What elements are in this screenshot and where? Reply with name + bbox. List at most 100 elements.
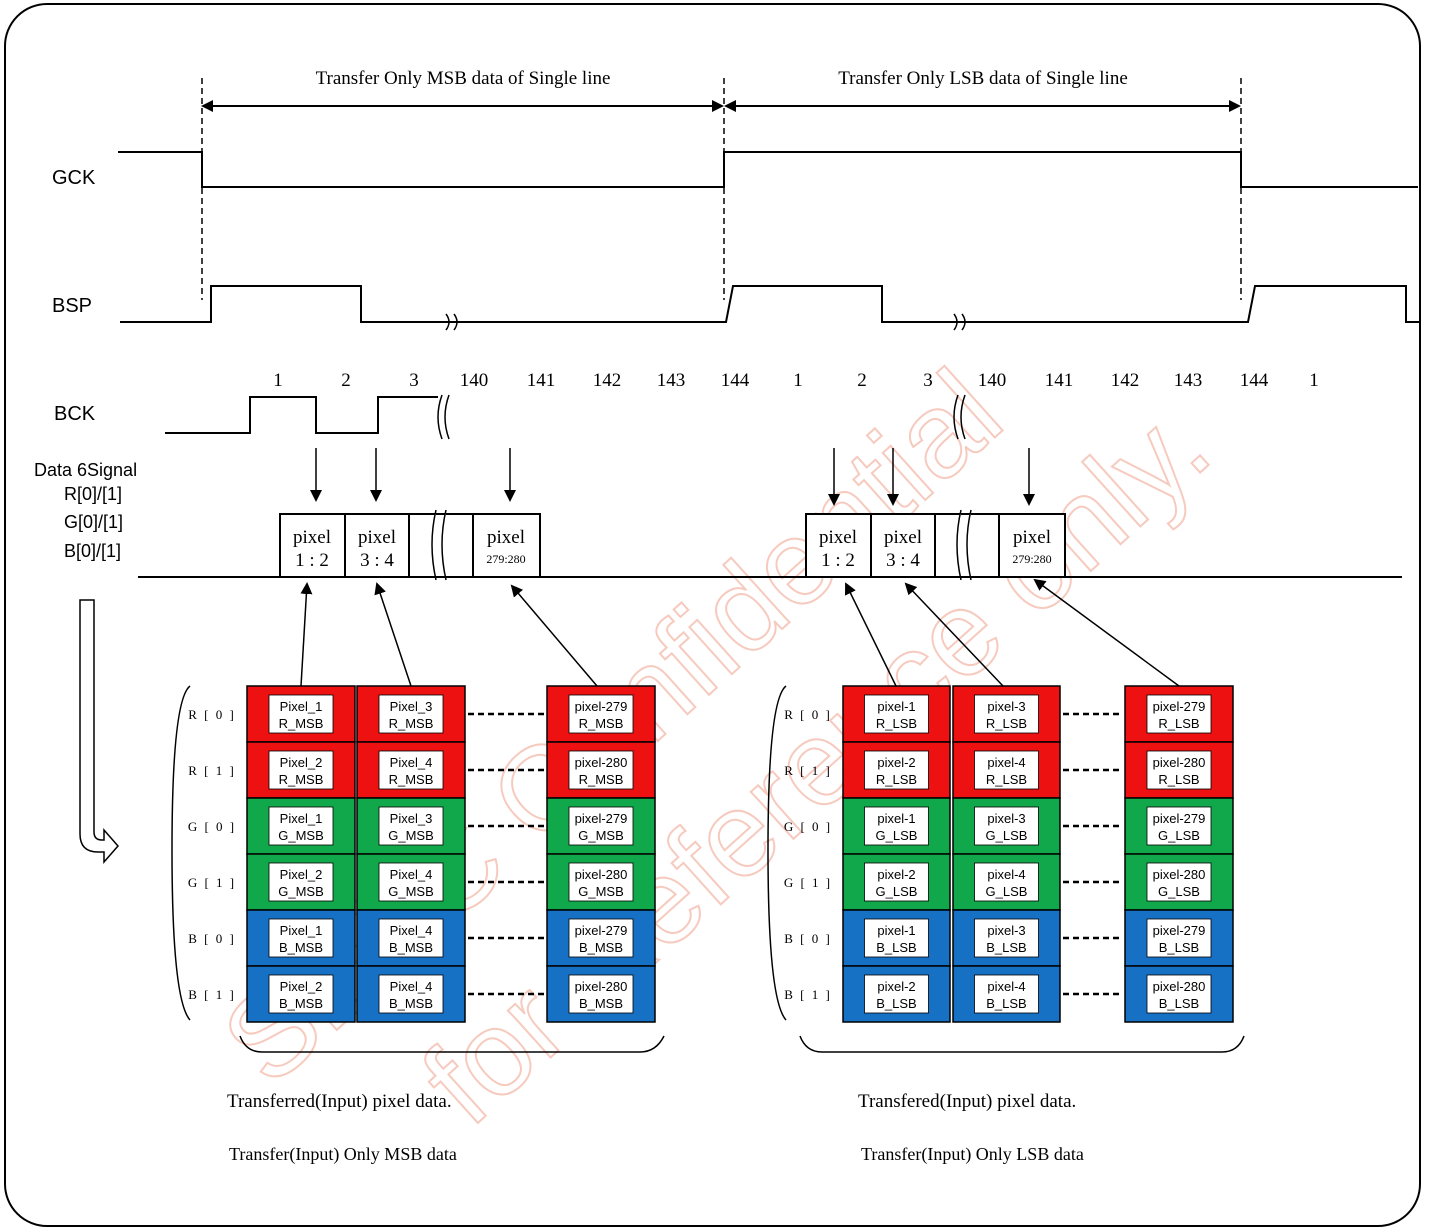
msb-span-label: Transfer Only MSB data of Single line xyxy=(316,68,611,89)
pixel-cell: Pixel_1G_MSB xyxy=(246,797,356,855)
pixel-box-range: 279:280 xyxy=(1012,552,1051,566)
outer-frame xyxy=(4,3,1421,1227)
pixel-cell-name: pixel-1 xyxy=(877,699,915,714)
bck-numbers-lsb: 1 2 3 140 141 142 143 144 1 xyxy=(793,370,1319,391)
pixel-cell-bit: B_LSB xyxy=(986,996,1026,1011)
pixel-cell-name: pixel-3 xyxy=(987,811,1025,826)
bck-num: 141 xyxy=(1045,370,1074,391)
pixel-cell-name: pixel-280 xyxy=(575,979,628,994)
data-title: Data 6Signal xyxy=(34,460,137,480)
row-labels-msb: R [ 0 ]R [ 1 ]G [ 0 ]G [ 1 ]B [ 0 ]B [ 1… xyxy=(188,707,236,1002)
pixel-cell: pixel-3G_LSB xyxy=(952,797,1061,855)
pixel-cell-name: pixel-4 xyxy=(987,755,1025,770)
pixel-cell-bit: R_MSB xyxy=(389,716,434,731)
row-label: R [ 1 ] xyxy=(784,763,832,778)
flow-arrow-icon xyxy=(79,599,119,864)
msb-caption-line1: Transferred(Input) pixel data. xyxy=(227,1091,452,1112)
pixel-cell-name: pixel-279 xyxy=(1153,811,1206,826)
pixel-cell: pixel-3B_LSB xyxy=(952,909,1061,967)
bck-num: 144 xyxy=(721,370,750,391)
pixel-box-label: pixel xyxy=(884,527,922,548)
pixel-box-label: pixel xyxy=(819,527,857,548)
pixel-cell-bit: B_LSB xyxy=(986,940,1026,955)
pixel-cell-bit: R_LSB xyxy=(986,772,1027,787)
data-b-label: B[0]/[1] xyxy=(64,541,121,561)
pixel-box-msb-12: pixel 1 : 2 xyxy=(293,527,331,571)
bck-num: 141 xyxy=(527,370,556,391)
pixel-cell-bit: B_MSB xyxy=(389,996,433,1011)
row-label: R [ 0 ] xyxy=(188,707,236,722)
row-label: B [ 0 ] xyxy=(188,931,236,946)
bck-num: 1 xyxy=(1309,370,1319,391)
pixel-cell-name: Pixel_4 xyxy=(390,755,433,770)
pixel-cell-bit: R_MSB xyxy=(279,716,324,731)
data-r-label: R[0]/[1] xyxy=(64,484,122,504)
pixel-cell: pixel-4B_LSB xyxy=(952,965,1061,1023)
pixel-box-range: 1 : 2 xyxy=(295,550,329,571)
msb-bottom-brace xyxy=(239,1035,665,1053)
pixel-box-lsb-279: pixel 279:280 xyxy=(1012,527,1051,566)
bck-latch-arrows xyxy=(310,448,1035,506)
pixel-box-lsb-34: pixel 3 : 4 xyxy=(884,527,922,571)
pixel-cell-name: pixel-280 xyxy=(575,867,628,882)
pixel-break-msb xyxy=(431,509,447,581)
pixel-cell: Pixel_1R_MSB xyxy=(246,685,356,743)
bck-num: 1 xyxy=(273,370,283,391)
pixel-cell-bit: R_MSB xyxy=(579,772,624,787)
row-label: G [ 1 ] xyxy=(784,875,832,890)
pixel-cell-bit: B_MSB xyxy=(579,996,623,1011)
pixel-cell-name: pixel-279 xyxy=(1153,923,1206,938)
pixel-cell-bit: G_MSB xyxy=(578,884,624,899)
pixel-cell: pixel-1R_LSB xyxy=(842,685,951,743)
pixel-box-label: pixel xyxy=(293,527,331,548)
lsb-span-label: Transfer Only LSB data of Single line xyxy=(838,68,1128,89)
pixel-cell-name: Pixel_3 xyxy=(390,699,433,714)
pixel-cell: Pixel_3R_MSB xyxy=(356,685,466,743)
gck-label: GCK xyxy=(52,167,96,189)
lsb-caption-line1: Transfered(Input) pixel data. xyxy=(858,1091,1076,1112)
pixel-cell: Pixel_4B_MSB xyxy=(356,965,466,1023)
pixel-cell: Pixel_1B_MSB xyxy=(246,909,356,967)
pixel-cell-name: pixel-279 xyxy=(575,811,628,826)
lsb-bottom-brace xyxy=(799,1035,1245,1053)
pixel-cell-bit: R_LSB xyxy=(1158,772,1199,787)
pixel-cell-bit: B_LSB xyxy=(1159,996,1199,1011)
pixel-cell-name: pixel-3 xyxy=(987,923,1025,938)
bck-num: 142 xyxy=(1111,370,1140,391)
msb-caption-line2: Transfer(Input) Only MSB data xyxy=(229,1144,457,1165)
pixel-box-label: pixel xyxy=(358,527,396,548)
pixel-cell: Pixel_2G_MSB xyxy=(246,853,356,911)
pixel-cell-name: pixel-4 xyxy=(987,979,1025,994)
pixel-cell-bit: R_MSB xyxy=(579,716,624,731)
bck-num: 2 xyxy=(857,370,867,391)
pixel-cell: pixel-1B_LSB xyxy=(842,909,951,967)
pixel-cell-name: pixel-279 xyxy=(575,699,628,714)
pixel-box-msb-279: pixel 279:280 xyxy=(486,527,525,566)
grid-to-data-arrows xyxy=(300,578,1180,687)
pixel-cell-bit: G_LSB xyxy=(876,828,918,843)
pixel-box-range: 3 : 4 xyxy=(886,550,920,571)
pixel-cell-bit: G_MSB xyxy=(278,828,324,843)
pixel-cell-name: Pixel_4 xyxy=(390,867,433,882)
pixel-cell-bit: B_MSB xyxy=(579,940,623,955)
pixel-cell: Pixel_4B_MSB xyxy=(356,909,466,967)
bck-numbers-msb: 1 2 3 140 141 142 143 144 xyxy=(273,370,750,391)
pixel-cell: Pixel_3G_MSB xyxy=(356,797,466,855)
pixel-cell-bit: R_LSB xyxy=(1158,716,1199,731)
gck-waveform xyxy=(118,151,1418,188)
bck-num: 140 xyxy=(460,370,489,391)
row-label: R [ 0 ] xyxy=(784,707,832,722)
pixel-cell-bit: G_MSB xyxy=(278,884,324,899)
pixel-cell: pixel-2B_LSB xyxy=(842,965,951,1023)
pixel-cell-name: Pixel_2 xyxy=(280,755,323,770)
pixel-cell-name: pixel-279 xyxy=(575,923,628,938)
msb-pixel-grid: Pixel_1R_MSBPixel_3R_MSBpixel-279R_MSBPi… xyxy=(246,685,656,1023)
bsp-waveform xyxy=(120,285,1420,323)
